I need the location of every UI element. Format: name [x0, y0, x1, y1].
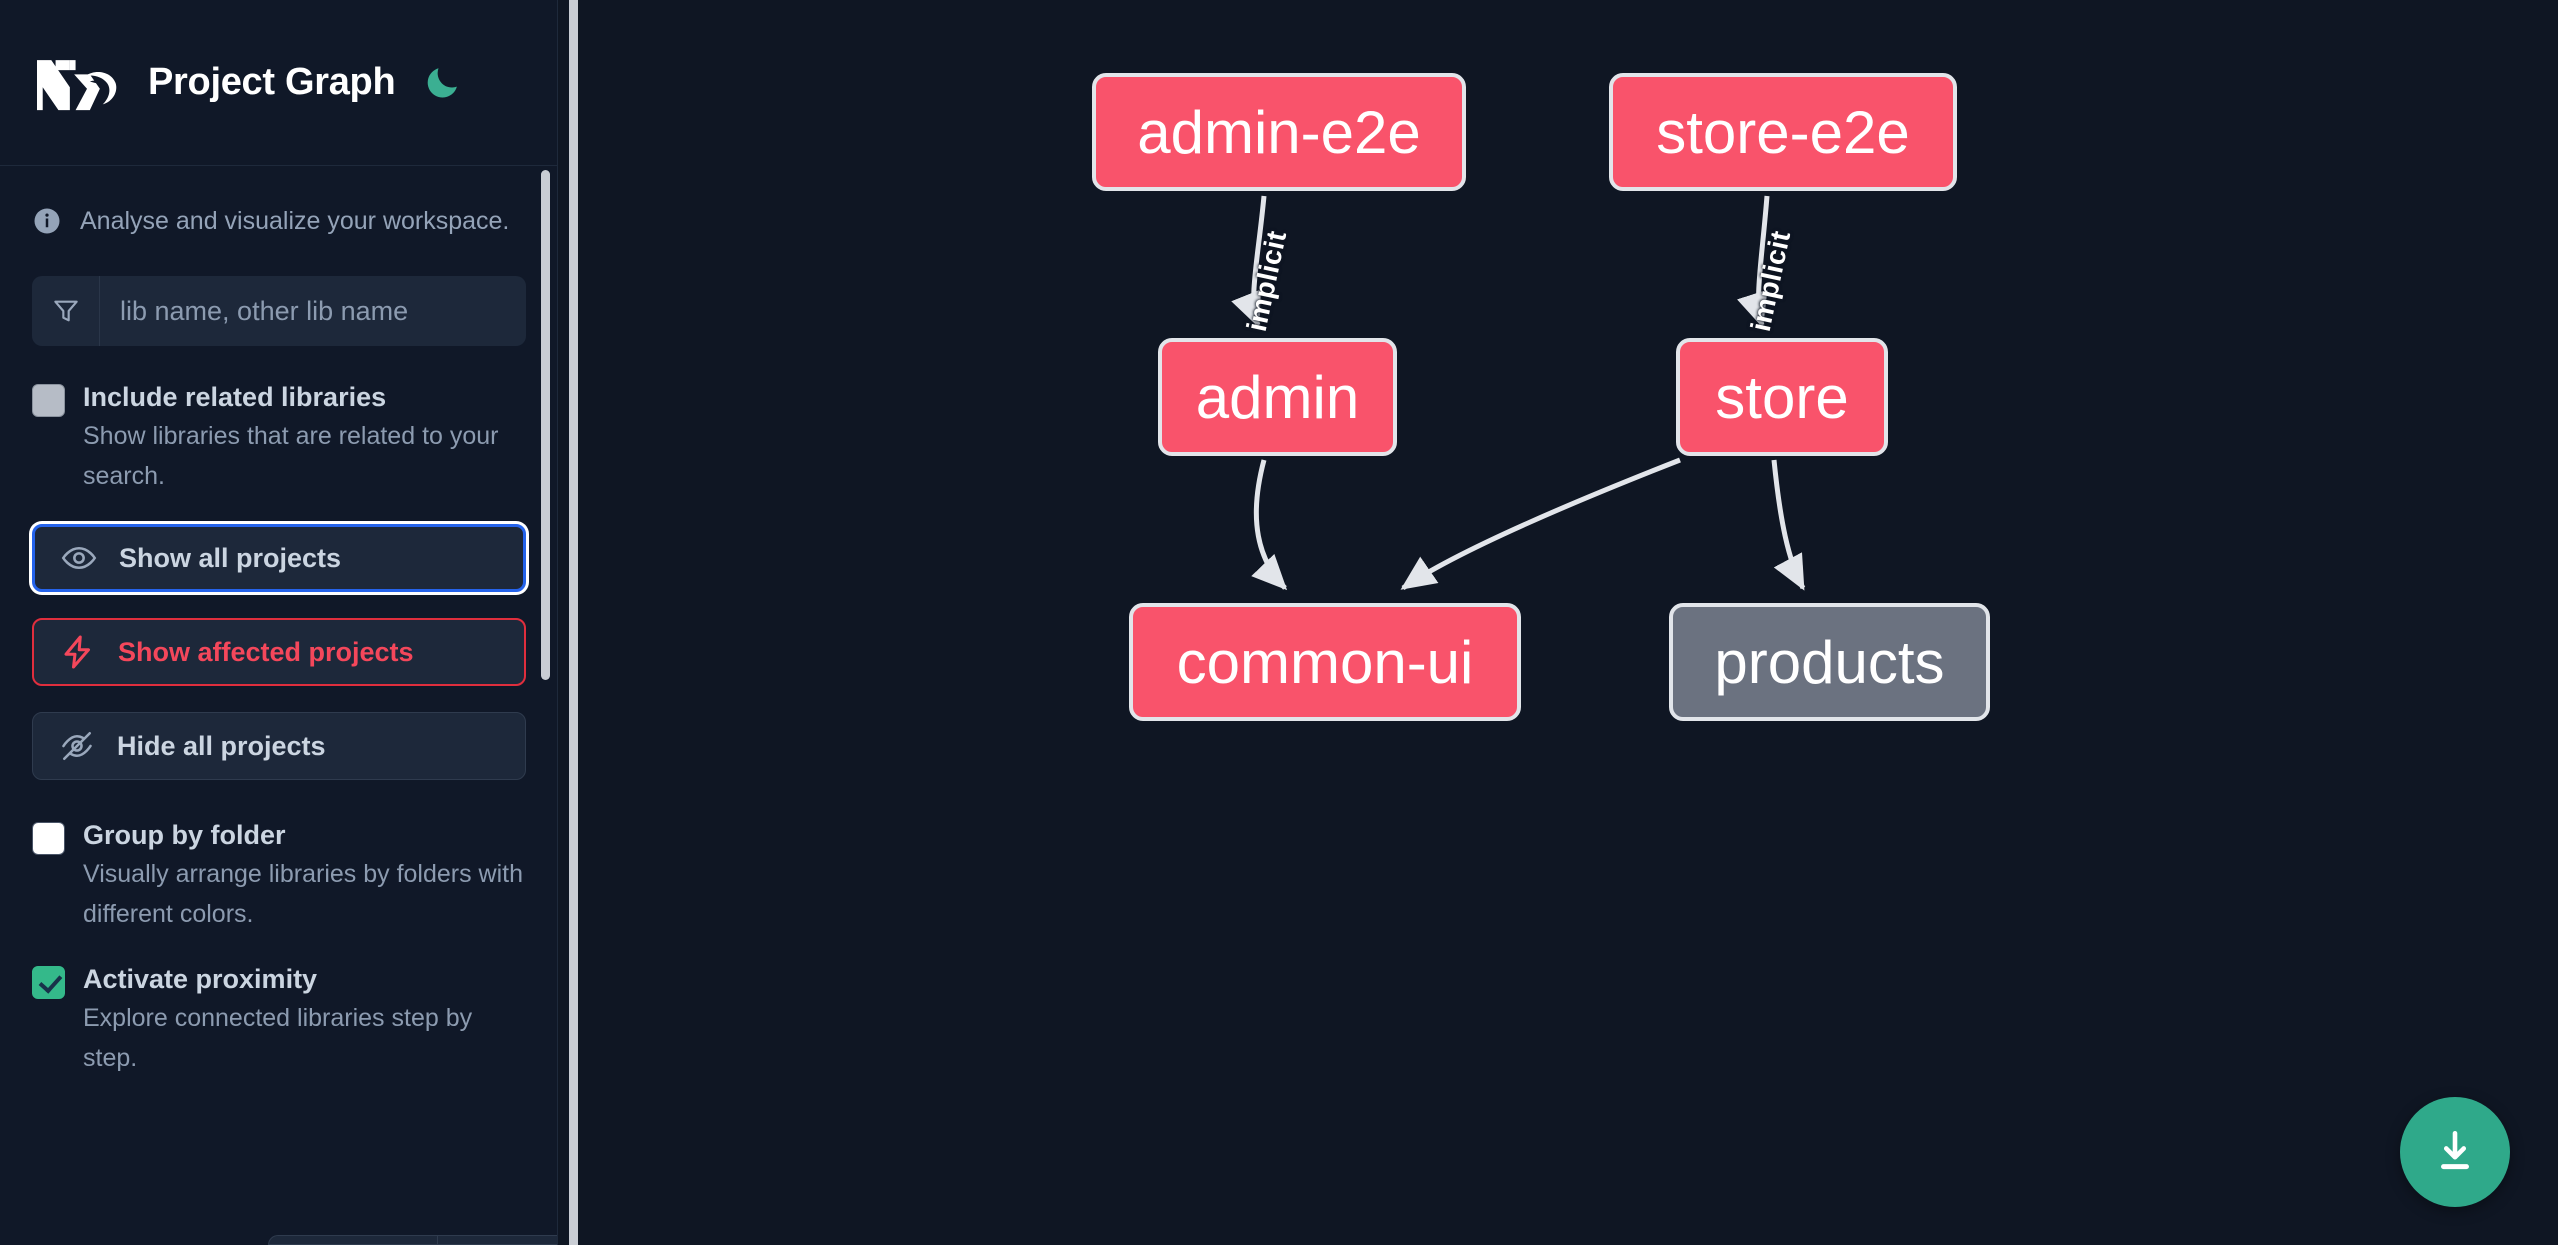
eye-icon	[61, 540, 97, 576]
group-by-folder-label: Group by folder	[83, 820, 286, 850]
checkbox-activate-proximity[interactable]: Activate proximity Explore connected lib…	[32, 960, 526, 1078]
nx-logo-icon	[34, 53, 120, 113]
checkbox-include-related-libraries[interactable]: Include related libraries Show libraries…	[32, 378, 526, 496]
activate-proximity-description: Explore connected libraries step by step…	[83, 1004, 473, 1072]
analyse-banner: Analyse and visualize your workspace.	[32, 166, 526, 276]
include-related-libraries-checkbox[interactable]	[32, 384, 65, 417]
eye-off-icon	[59, 728, 95, 764]
graph-node-store-e2e[interactable]: store-e2e	[1609, 73, 1957, 191]
edge-store-to-products	[1771, 459, 1806, 591]
include-related-libraries-label: Include related libraries	[83, 382, 387, 412]
info-icon	[32, 206, 62, 236]
activate-proximity-label: Activate proximity	[83, 964, 318, 994]
search-filter-box[interactable]	[32, 276, 526, 346]
sidebar-bottom-panel-peek[interactable]	[268, 1235, 558, 1245]
sidebar-divider	[557, 0, 558, 1245]
show-all-projects-label: Show all projects	[119, 542, 342, 573]
sidebar-scrollbar[interactable]	[541, 170, 550, 680]
download-button[interactable]	[2400, 1097, 2510, 1207]
graph-node-store[interactable]: store	[1676, 338, 1888, 456]
analyse-text: Analyse and visualize your workspace.	[80, 206, 510, 235]
activate-proximity-checkbox[interactable]	[32, 966, 65, 999]
filter-funnel-icon	[32, 276, 100, 346]
sidebar-body: Analyse and visualize your workspace. In…	[0, 166, 558, 1078]
graph-canvas[interactable]: admin-e2e store-e2e admin store common-ui pro…	[558, 0, 2558, 1245]
edge-admin-to-common-ui	[1251, 459, 1288, 591]
graph-vertical-scrollbar[interactable]	[569, 0, 578, 1245]
graph-node-products[interactable]: products	[1669, 603, 1990, 721]
hide-all-projects-label: Hide all projects	[117, 730, 326, 761]
graph-node-admin[interactable]: admin	[1158, 338, 1397, 456]
moon-icon[interactable]	[419, 60, 465, 106]
show-affected-projects-label: Show affected projects	[118, 636, 414, 667]
edge-label-admin-e2e-admin: implicit	[1240, 227, 1293, 335]
projects-button-group: Show all projects Show affected projects	[32, 524, 526, 780]
hide-all-projects-button[interactable]: Hide all projects	[32, 712, 526, 780]
page-title: Project Graph	[148, 61, 396, 103]
graph-node-admin-e2e[interactable]: admin-e2e	[1092, 73, 1466, 191]
group-by-folder-description: Visually arrange libraries by folders wi…	[83, 860, 524, 928]
sidebar: Project Graph Analyse and visualize your…	[0, 0, 558, 1245]
show-all-projects-button[interactable]: Show all projects	[32, 524, 526, 592]
lightning-bolt-icon	[60, 634, 96, 670]
graph-edges	[1231, 195, 1806, 591]
include-related-libraries-description: Show libraries that are related to your …	[83, 422, 499, 490]
download-icon	[2441, 1130, 2469, 1170]
edge-store-to-common-ui	[1400, 457, 1681, 591]
edge-label-store-e2e-store: implicit	[1744, 227, 1797, 335]
checkbox-group-by-folder[interactable]: Group by folder Visually arrange librari…	[32, 816, 526, 934]
show-affected-projects-button[interactable]: Show affected projects	[32, 618, 526, 686]
graph-node-common-ui[interactable]: common-ui	[1129, 603, 1521, 721]
sidebar-header: Project Graph	[0, 0, 558, 166]
group-by-folder-checkbox[interactable]	[32, 822, 65, 855]
search-input[interactable]	[100, 276, 526, 346]
